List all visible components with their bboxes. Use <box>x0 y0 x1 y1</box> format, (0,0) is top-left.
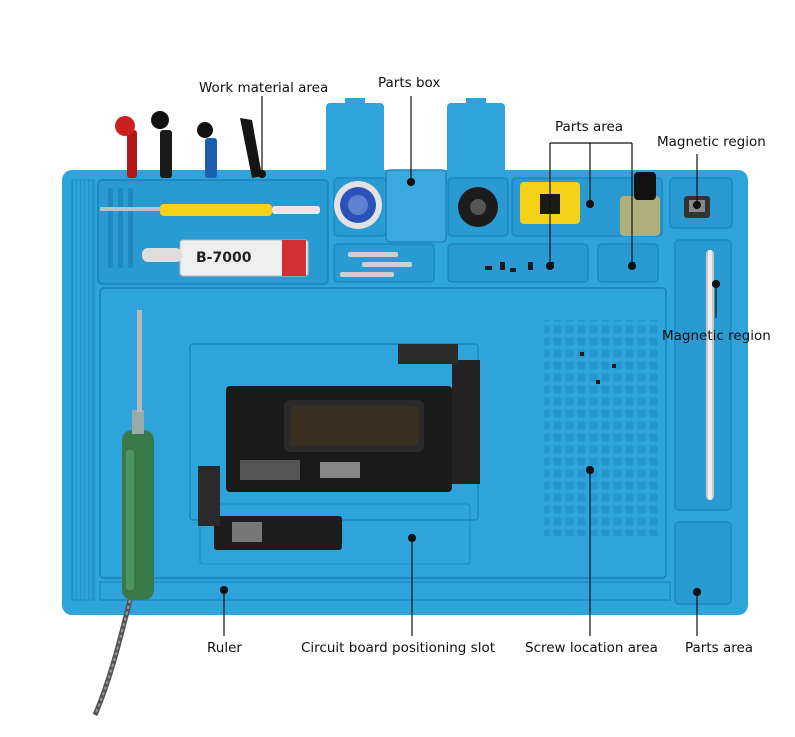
screw-location-grid <box>544 320 660 536</box>
label-parts-box: Parts box <box>378 75 441 91</box>
label-work-material-area: Work material area <box>199 80 329 96</box>
flux-bottle <box>620 172 660 236</box>
label-magnetic-region-right: Magnetic region <box>662 328 771 344</box>
screwdrivers <box>115 111 262 178</box>
label-ruler: Ruler <box>207 640 242 656</box>
label-parts-area-top: Parts area <box>555 119 624 135</box>
parts-area-bottom-right <box>674 521 732 605</box>
label-circuit-board-slot: Circuit board positioning slot <box>301 640 495 656</box>
parts-box-lid <box>385 169 447 243</box>
label-magnetic-region-top: Magnetic region <box>657 134 766 150</box>
glue-tube: B-7000 <box>142 239 309 277</box>
glue-tube-label: B-7000 <box>196 250 252 266</box>
label-parts-area-bottom: Parts area <box>685 640 754 656</box>
parts-box-left <box>326 103 384 173</box>
label-screw-location-area: Screw location area <box>525 640 658 656</box>
soldering-iron <box>92 310 154 716</box>
metal-pry-tool <box>706 250 714 500</box>
magnetic-strip-right <box>674 239 732 511</box>
callout-lines <box>219 96 721 636</box>
solder-tin <box>334 181 382 229</box>
small-logic-board <box>198 466 342 550</box>
yellow-screwdriver <box>100 204 320 216</box>
parts-box-right <box>447 103 505 173</box>
ruler-strip-left <box>72 180 94 600</box>
phone-circuit-board <box>226 344 480 492</box>
ruler-strip-bottom <box>99 581 671 601</box>
screwdriver-bits <box>340 252 412 277</box>
